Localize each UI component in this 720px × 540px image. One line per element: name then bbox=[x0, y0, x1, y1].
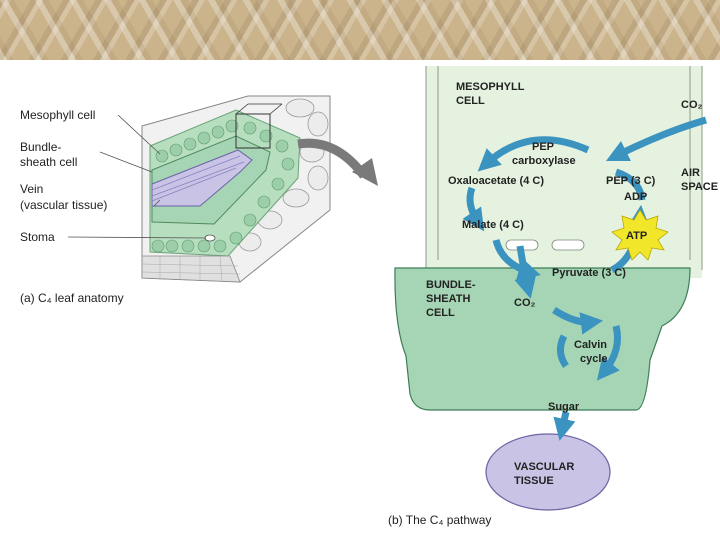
label-air-line1: AIR bbox=[681, 167, 700, 179]
label-calvin-line1: Calvin bbox=[574, 339, 607, 351]
label-vein-line2: (vascular tissue) bbox=[20, 198, 107, 212]
label-bundle-sheath-line2-b: SHEATH bbox=[426, 293, 470, 305]
label-bundle-sheath-line1-b: BUNDLE- bbox=[426, 279, 476, 291]
decorative-banner bbox=[0, 0, 720, 60]
label-adp: ADP bbox=[624, 191, 647, 203]
label-bundle-sheath-line3-b: CELL bbox=[426, 307, 455, 319]
label-mesophyll-cell: Mesophyll cell bbox=[20, 108, 95, 122]
caption-panel-b: (b) The C₄ pathway bbox=[388, 513, 491, 527]
label-mesophyll-line1: MESOPHYLL bbox=[456, 81, 525, 93]
label-atp: ATP bbox=[626, 230, 647, 242]
label-calvin-line2: cycle bbox=[580, 353, 608, 365]
label-pep-carboxylase-line1: PEP bbox=[532, 141, 554, 153]
label-stoma: Stoma bbox=[20, 230, 55, 244]
label-pep-carboxylase-line2: carboxylase bbox=[512, 155, 576, 167]
label-air-line2: SPACE bbox=[681, 181, 718, 193]
label-co2-inner: CO₂ bbox=[514, 297, 536, 309]
leaf-anatomy-illustration bbox=[141, 95, 331, 283]
label-malate: Malate (4 C) bbox=[462, 219, 524, 231]
atp-starburst-icon bbox=[611, 209, 669, 261]
caption-panel-a: (a) C₄ leaf anatomy bbox=[20, 291, 124, 305]
label-sugar: Sugar bbox=[548, 401, 580, 413]
transition-arrow-icon bbox=[352, 158, 378, 186]
vascular-tissue-region bbox=[485, 433, 611, 511]
label-vein-line1: Vein bbox=[20, 182, 43, 196]
label-oxaloacetate: Oxaloacetate (4 C) bbox=[448, 175, 544, 187]
c4-figure: Mesophyll cell Bundle- sheath cell Vein … bbox=[20, 66, 718, 527]
label-pep: PEP (3 C) bbox=[606, 175, 656, 187]
label-bundle-sheath-line2: sheath cell bbox=[20, 155, 77, 169]
label-vascular-line2: TISSUE bbox=[514, 475, 554, 487]
label-bundle-sheath-line1: Bundle- bbox=[20, 140, 61, 154]
label-vascular-line1: VASCULAR bbox=[514, 461, 574, 473]
label-co2-air: CO₂ bbox=[681, 99, 703, 111]
label-mesophyll-line2: CELL bbox=[456, 95, 485, 107]
label-pyruvate: Pyruvate (3 C) bbox=[552, 267, 626, 279]
